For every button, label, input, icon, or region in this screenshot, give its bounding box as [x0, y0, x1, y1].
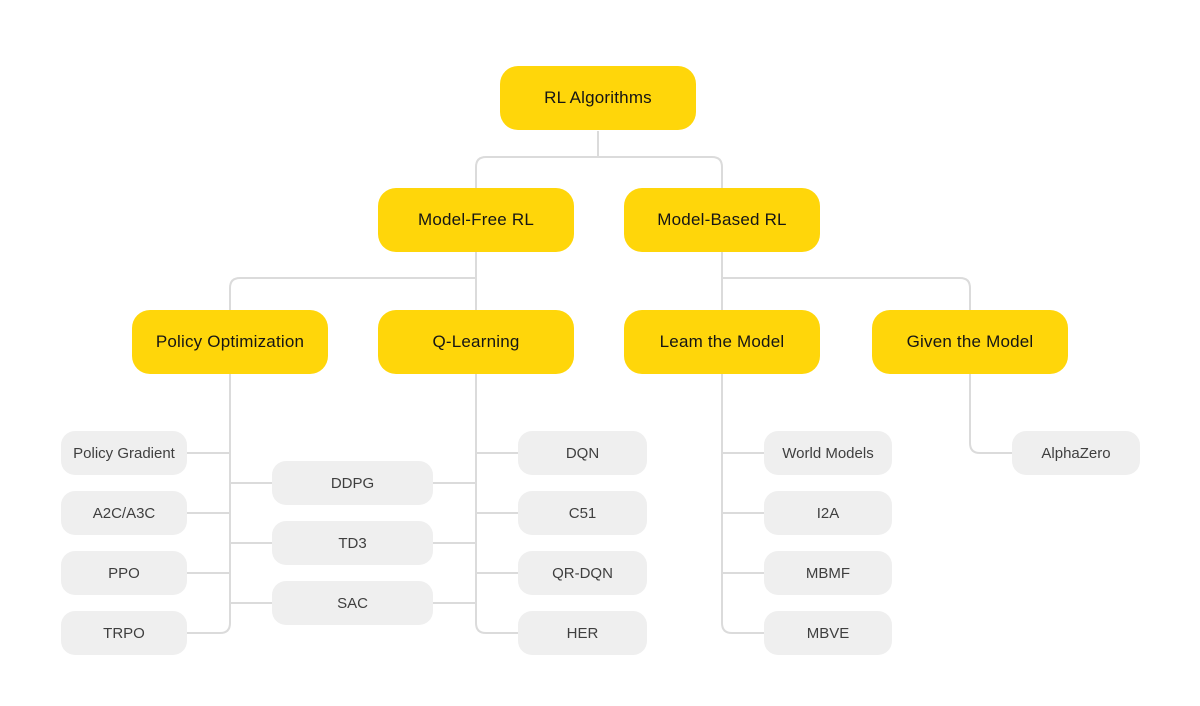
node-mbmf: MBMF — [764, 551, 892, 595]
node-label: TD3 — [338, 534, 367, 552]
connector-modelfree-policyopt — [229, 277, 476, 310]
node-label: Given the Model — [906, 332, 1034, 351]
node-label: I2A — [816, 504, 840, 522]
node-label: HER — [566, 624, 599, 642]
node-label: World Models — [782, 444, 874, 462]
connector-givenmodel-trunk — [969, 374, 1012, 454]
node-label: MBMF — [805, 564, 851, 582]
node-label: Policy Optimization — [155, 332, 305, 351]
node-i2a: I2A — [764, 491, 892, 535]
connector-modelbased-givenmodel — [722, 277, 971, 310]
node-label: Model-Based RL — [657, 210, 787, 229]
node-label: PPO — [108, 564, 140, 582]
node-policy-optimization: Policy Optimization — [132, 310, 328, 374]
node-alphazero: AlphaZero — [1012, 431, 1140, 475]
node-learn-the-model: Leam the Model — [624, 310, 820, 374]
node-label: C51 — [568, 504, 597, 522]
node-label: Q-Learning — [432, 332, 520, 351]
node-model-based-rl: Model-Based RL — [624, 188, 820, 252]
node-c51: C51 — [518, 491, 647, 535]
node-mbve: MBVE — [764, 611, 892, 655]
node-q-learning: Q-Learning — [378, 310, 574, 374]
node-label: Leam the Model — [659, 332, 785, 351]
node-label: SAC — [337, 594, 368, 612]
node-trpo: TRPO — [61, 611, 187, 655]
node-label: DQN — [565, 444, 600, 462]
node-label: AlphaZero — [1041, 444, 1111, 462]
node-label: RL Algorithms — [544, 88, 652, 107]
node-label: MBVE — [806, 624, 850, 642]
node-label: QR-DQN — [552, 564, 613, 582]
node-a2c-a3c: A2C/A3C — [61, 491, 187, 535]
connector-learnmodel-trunk — [721, 374, 764, 634]
node-ppo: PPO — [61, 551, 187, 595]
node-label: DDPG — [330, 474, 375, 492]
connector-qlearning-trunk — [475, 374, 518, 634]
node-label: Model-Free RL — [418, 210, 534, 229]
node-label: Policy Gradient — [73, 444, 175, 462]
node-sac: SAC — [272, 581, 433, 625]
node-rl-algorithms: RL Algorithms — [500, 66, 696, 130]
node-policy-gradient: Policy Gradient — [61, 431, 187, 475]
node-model-free-rl: Model-Free RL — [378, 188, 574, 252]
node-label: TRPO — [103, 624, 145, 642]
node-label: A2C/A3C — [92, 504, 156, 522]
node-dqn: DQN — [518, 431, 647, 475]
node-her: HER — [518, 611, 647, 655]
node-td3: TD3 — [272, 521, 433, 565]
node-ddpg: DDPG — [272, 461, 433, 505]
node-given-the-model: Given the Model — [872, 310, 1068, 374]
node-world-models: World Models — [764, 431, 892, 475]
node-qr-dqn: QR-DQN — [518, 551, 647, 595]
connector-root-children-bar — [475, 156, 723, 188]
connector-policyopt-trunk — [187, 374, 231, 634]
